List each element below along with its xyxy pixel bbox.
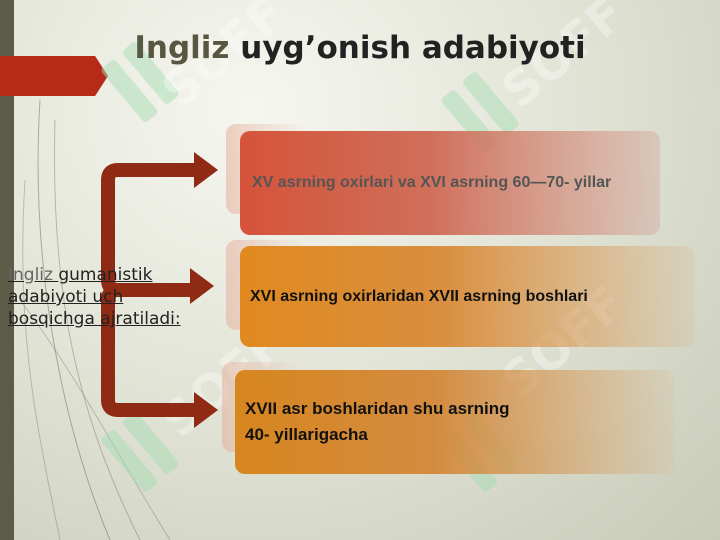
stage-1-text: XV asrning oxirlari va XVI asrning 60—70… [252,174,612,191]
page-title: Ingliz uyg’onish adabiyoti [0,30,720,66]
arrow-head-bottom [194,392,218,428]
intro-text-part-2: gumanistik adabiyoti uch bosqichga ajrat… [8,265,181,329]
red-tab-marker [0,56,108,96]
arrow-head-top [194,152,218,188]
stage-box-3: XVII asr boshlaridan shu asrning 40- yil… [235,370,675,474]
intro-text-part-1: Ingliz [8,265,53,285]
title-part-2: uyg’onish adabiyoti [240,30,586,66]
title-part-1: Ingliz [134,30,230,66]
branch-arrow-bottom [101,283,200,417]
left-accent-bar [0,0,14,540]
arrow-head-middle [190,268,214,304]
stage-3-text: XVII asr boshlaridan shu asrning 40- yil… [245,399,510,444]
stage-box-1: XV asrning oxirlari va XVI asrning 60—70… [240,131,660,235]
intro-text: Ingliz gumanistik adabiyoti uch bosqichg… [8,264,208,330]
stage-box-2: XVI asrning oxirlaridan XVII asrning bos… [240,246,695,347]
stage-2-text: XVI asrning oxirlaridan XVII asrning bos… [250,287,588,305]
